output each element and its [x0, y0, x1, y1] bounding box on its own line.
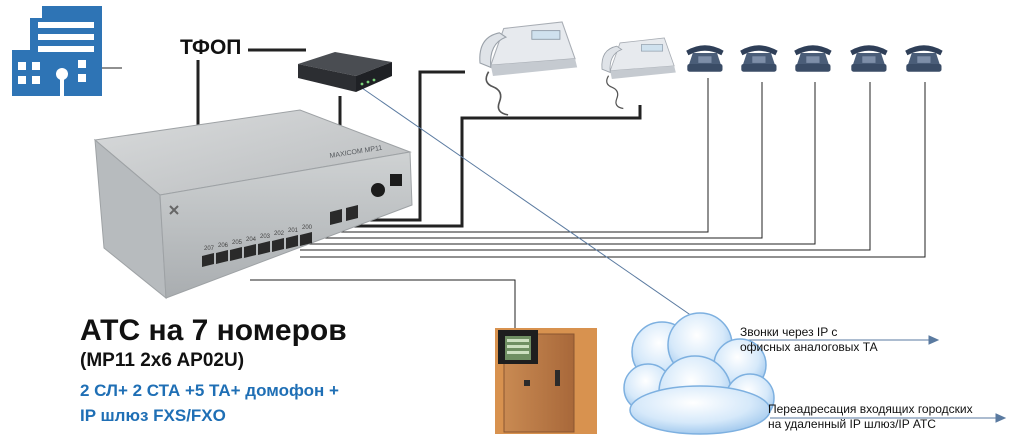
- port-label: 204: [246, 237, 257, 243]
- port-number-labels: 207 206 205 204 203 202 201 200: [204, 225, 313, 252]
- ip-calls-line-2: офисных аналоговых ТА: [740, 340, 878, 354]
- pbx-model: (MP11 2x6 AP02U): [80, 350, 245, 371]
- system-phone-icon: [601, 37, 677, 110]
- forward-arrow-head: [995, 413, 1007, 423]
- analog-phone-icon: [905, 45, 943, 72]
- gateway-cloud-line: [361, 87, 706, 326]
- port-label: 202: [274, 231, 285, 237]
- port-label: 207: [204, 246, 215, 252]
- tfop-label: ТФОП: [180, 36, 242, 59]
- analog-phone-icon: [794, 45, 832, 72]
- forward-note: Переадресация входящих городских на удал…: [768, 402, 973, 432]
- forward-line-2: на удаленный IP шлюз/IP АТС: [768, 417, 936, 431]
- rj-ports: [202, 205, 358, 267]
- intercom-door-icon: [495, 328, 597, 434]
- analog-phone-icon: [740, 45, 778, 72]
- ip-calls-line-1: Звонки через IP с: [740, 325, 838, 339]
- analog-phone-2-line: [300, 82, 763, 239]
- port-label: 200: [302, 225, 313, 231]
- system-phone-1-line: [345, 70, 465, 222]
- analog-phone-5-line: [300, 82, 926, 258]
- intercom-line: [250, 279, 516, 328]
- office-building-icon: [12, 6, 102, 96]
- port-label: 205: [232, 240, 243, 246]
- port-label: 206: [218, 243, 229, 249]
- forward-line-1: Переадресация входящих городских: [768, 402, 973, 416]
- system-phone-icon: [478, 21, 579, 116]
- analog-phone-icon: [850, 45, 888, 72]
- pbx-title: АТС на 7 номеров: [80, 314, 347, 347]
- pbx-unit-icon: MAXICOM MP11 207 206 205 204 203 202 201…: [93, 109, 413, 300]
- voip-gateway-icon: [298, 52, 392, 92]
- analog-phone-4-line: [300, 82, 871, 251]
- analog-phone-icon: [686, 45, 724, 72]
- port-label: 203: [260, 234, 271, 240]
- port-label: 201: [288, 228, 299, 234]
- spec-line-2: IP шлюз FXS/FXO: [80, 406, 226, 425]
- analog-phone-1-line: [300, 78, 709, 233]
- ip-lines: [361, 87, 1007, 423]
- ip-calls-note: Звонки через IP с офисных аналоговых ТА: [740, 325, 878, 355]
- ip-calls-arrow-head: [928, 335, 940, 345]
- system-phone-2-line: [345, 105, 642, 228]
- spec-line-1: 2 СЛ+ 2 СТА +5 ТА+ домофон +: [80, 381, 339, 400]
- analog-phone-3-line: [300, 82, 816, 245]
- connection-lines: [100, 48, 926, 328]
- ip-cloud-icon: [623, 312, 775, 435]
